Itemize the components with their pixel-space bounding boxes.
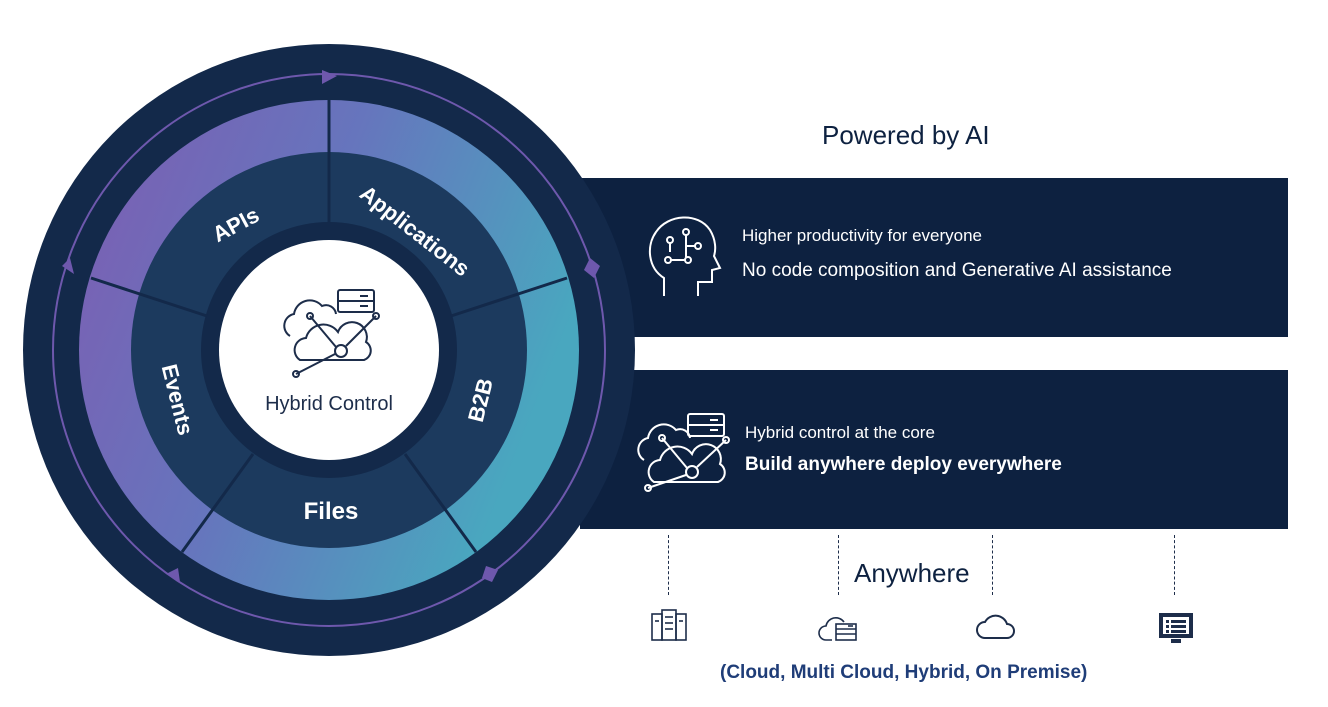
hybrid-panel xyxy=(580,370,1288,529)
cloud-icon xyxy=(976,614,1015,639)
cloud-server-icon xyxy=(818,617,857,641)
connector-line xyxy=(1174,535,1175,595)
center-hybrid-cloud-icon xyxy=(283,289,380,378)
page-title: Powered by AI xyxy=(822,120,990,150)
center-disk xyxy=(219,240,439,460)
anywhere-label: Anywhere xyxy=(850,558,974,589)
segment-label-files: Files xyxy=(304,498,359,525)
ai-panel-main-text: No code composition and Generative AI as… xyxy=(742,260,1172,281)
center-label: Hybrid Control xyxy=(265,393,393,415)
hybrid-panel-main-text: Build anywhere deploy everywhere xyxy=(745,454,1062,475)
deployment-targets: (Cloud, Multi Cloud, Hybrid, On Premise) xyxy=(720,662,1088,683)
hybrid-panel-subtitle: Hybrid control at the core xyxy=(745,423,935,442)
connector-line xyxy=(992,535,993,595)
ai-panel xyxy=(580,178,1288,337)
monitor-list-icon xyxy=(1159,613,1193,643)
ai-panel-subtitle: Higher productivity for everyone xyxy=(742,226,983,245)
ai-head-icon xyxy=(648,216,722,296)
segment-dividers xyxy=(90,100,568,553)
server-rack-icon xyxy=(651,609,687,641)
hybrid-cloud-icon xyxy=(637,413,730,492)
orbit-markers xyxy=(62,70,600,582)
connector-line xyxy=(668,535,669,595)
connector-line xyxy=(838,535,839,595)
